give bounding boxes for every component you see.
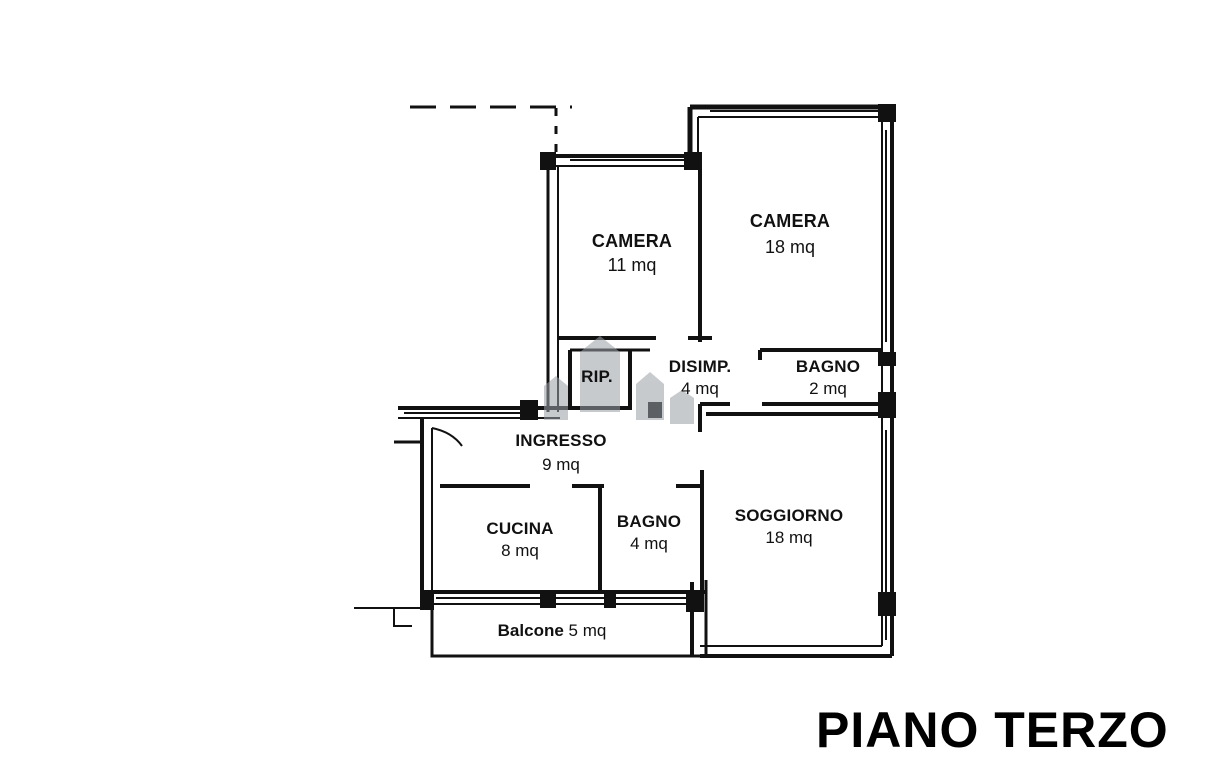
room-bagno-upper: BAGNO 2 mq: [778, 358, 878, 397]
room-area: 5 mq: [568, 621, 607, 640]
room-camera-small: CAMERA 11 mq: [570, 232, 694, 274]
room-area: 8 mq: [501, 541, 539, 560]
room-ripostiglio: RIP.: [574, 368, 620, 385]
room-name: BAGNO: [616, 512, 682, 531]
room-name: INGRESSO: [515, 431, 607, 450]
room-area: 18 mq: [764, 237, 816, 257]
room-name: DISIMP.: [668, 357, 732, 376]
room-camera-large: CAMERA 18 mq: [728, 212, 852, 256]
room-area: 18 mq: [765, 528, 813, 547]
room-name: SOGGIORNO: [734, 506, 844, 525]
room-area: 4 mq: [630, 534, 668, 553]
page-title: PIANO TERZO: [816, 702, 1169, 758]
room-area: 9 mq: [542, 455, 580, 474]
room-name: Balcone: [497, 621, 564, 640]
room-area: 11 mq: [607, 255, 657, 275]
room-ingresso: INGRESSO 9 mq: [496, 432, 626, 473]
room-balcone: Balcone 5 mq: [470, 622, 634, 639]
room-cucina: CUCINA 8 mq: [466, 520, 574, 559]
room-bagno-lower: BAGNO 4 mq: [604, 513, 694, 552]
room-name: CAMERA: [749, 211, 831, 231]
room-name: BAGNO: [795, 357, 861, 376]
room-name: RIP.: [581, 367, 613, 386]
room-soggiorno: SOGGIORNO 18 mq: [714, 507, 864, 546]
boundary-dashed-line: [410, 105, 572, 160]
window-frames: [404, 110, 887, 640]
room-name: CUCINA: [486, 519, 554, 538]
watermark-logo: [544, 336, 694, 424]
room-name: CAMERA: [591, 231, 673, 251]
room-area: 2 mq: [809, 379, 847, 398]
room-area: 4 mq: [681, 379, 719, 398]
exterior-walls: [354, 104, 894, 658]
room-disimpegno: DISIMP. 4 mq: [652, 358, 748, 397]
